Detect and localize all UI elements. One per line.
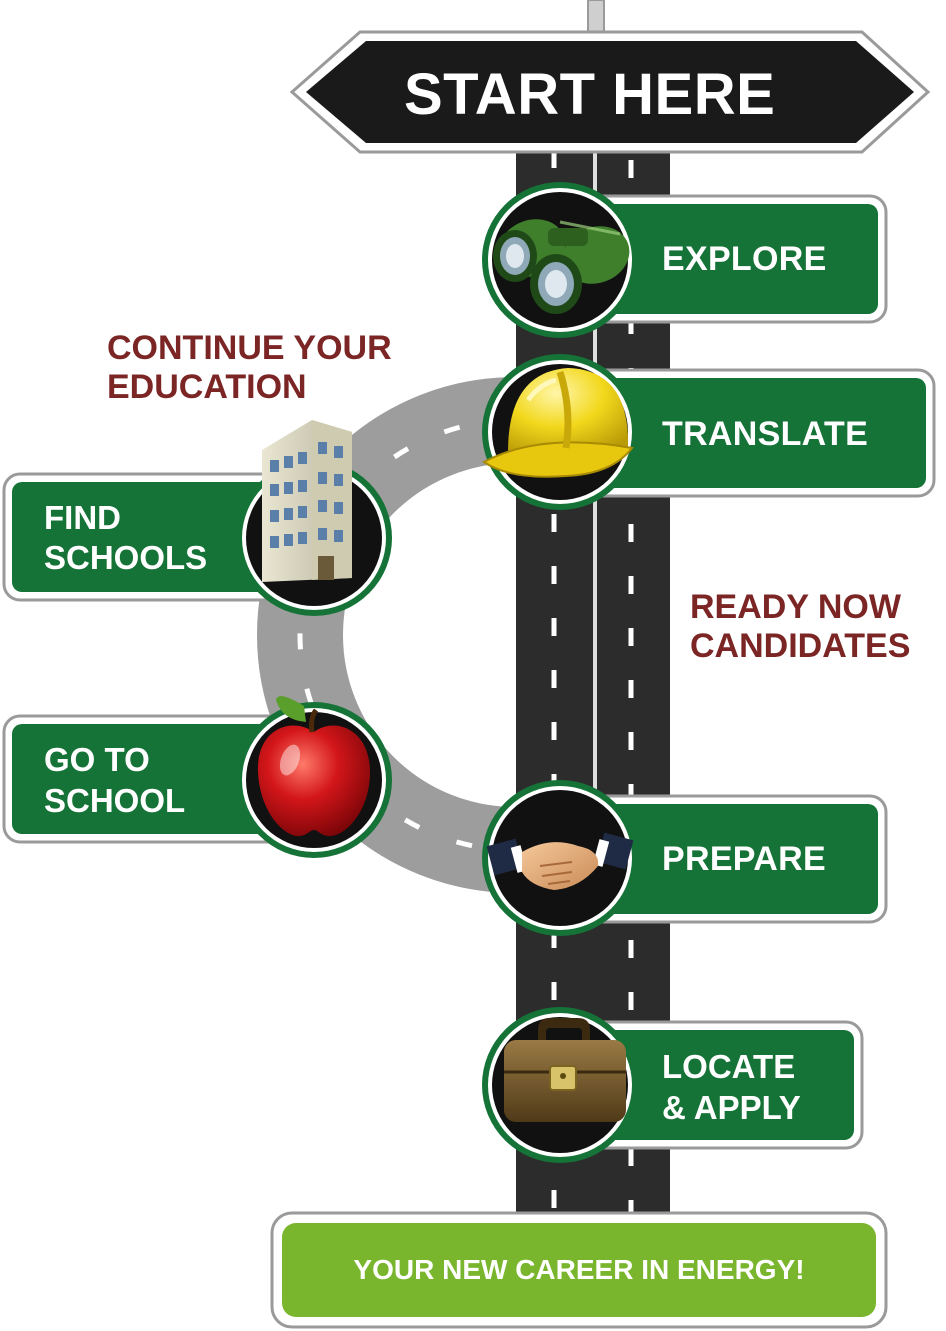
ready-now-heading-line2: CANDIDATES — [690, 627, 911, 665]
handshake-icon — [486, 832, 634, 890]
final-banner-label: YOUR NEW CAREER IN ENERGY! — [353, 1254, 805, 1285]
prepare-sign — [588, 804, 878, 914]
start-sign-title: START HERE — [404, 62, 776, 127]
hard-hat-icon — [482, 368, 634, 478]
final-banner — [282, 1223, 876, 1317]
go-to-school-label-line2: SCHOOL — [44, 782, 186, 819]
binoculars-icon — [493, 219, 630, 314]
translate-sign — [588, 378, 926, 488]
find-schools-label-line2: SCHOOLS — [44, 539, 208, 576]
locate-label-line2: & APPLY — [662, 1089, 801, 1126]
go-to-school-sign — [12, 724, 296, 834]
explore-label: EXPLORE — [662, 240, 827, 278]
building-icon — [262, 420, 352, 582]
briefcase-icon — [504, 1018, 626, 1122]
apple-icon — [257, 696, 370, 837]
find-schools-sign — [12, 482, 296, 592]
find-schools-label-line1: FIND — [44, 499, 121, 536]
explore-sign — [588, 204, 878, 314]
start-sign — [306, 41, 914, 143]
continue-education-heading-line1: CONTINUE YOUR — [107, 329, 392, 367]
go-to-school-label-line1: GO TO — [44, 741, 150, 778]
ready-now-heading-line1: READY NOW — [690, 588, 901, 626]
continue-education-heading-line2: EDUCATION — [107, 368, 307, 406]
prepare-label: PREPARE — [662, 840, 826, 878]
locate-sign — [588, 1030, 854, 1140]
locate-label-line1: LOCATE — [662, 1048, 796, 1085]
loop-lane-dash — [297, 417, 516, 853]
translate-label: TRANSLATE — [662, 415, 869, 453]
